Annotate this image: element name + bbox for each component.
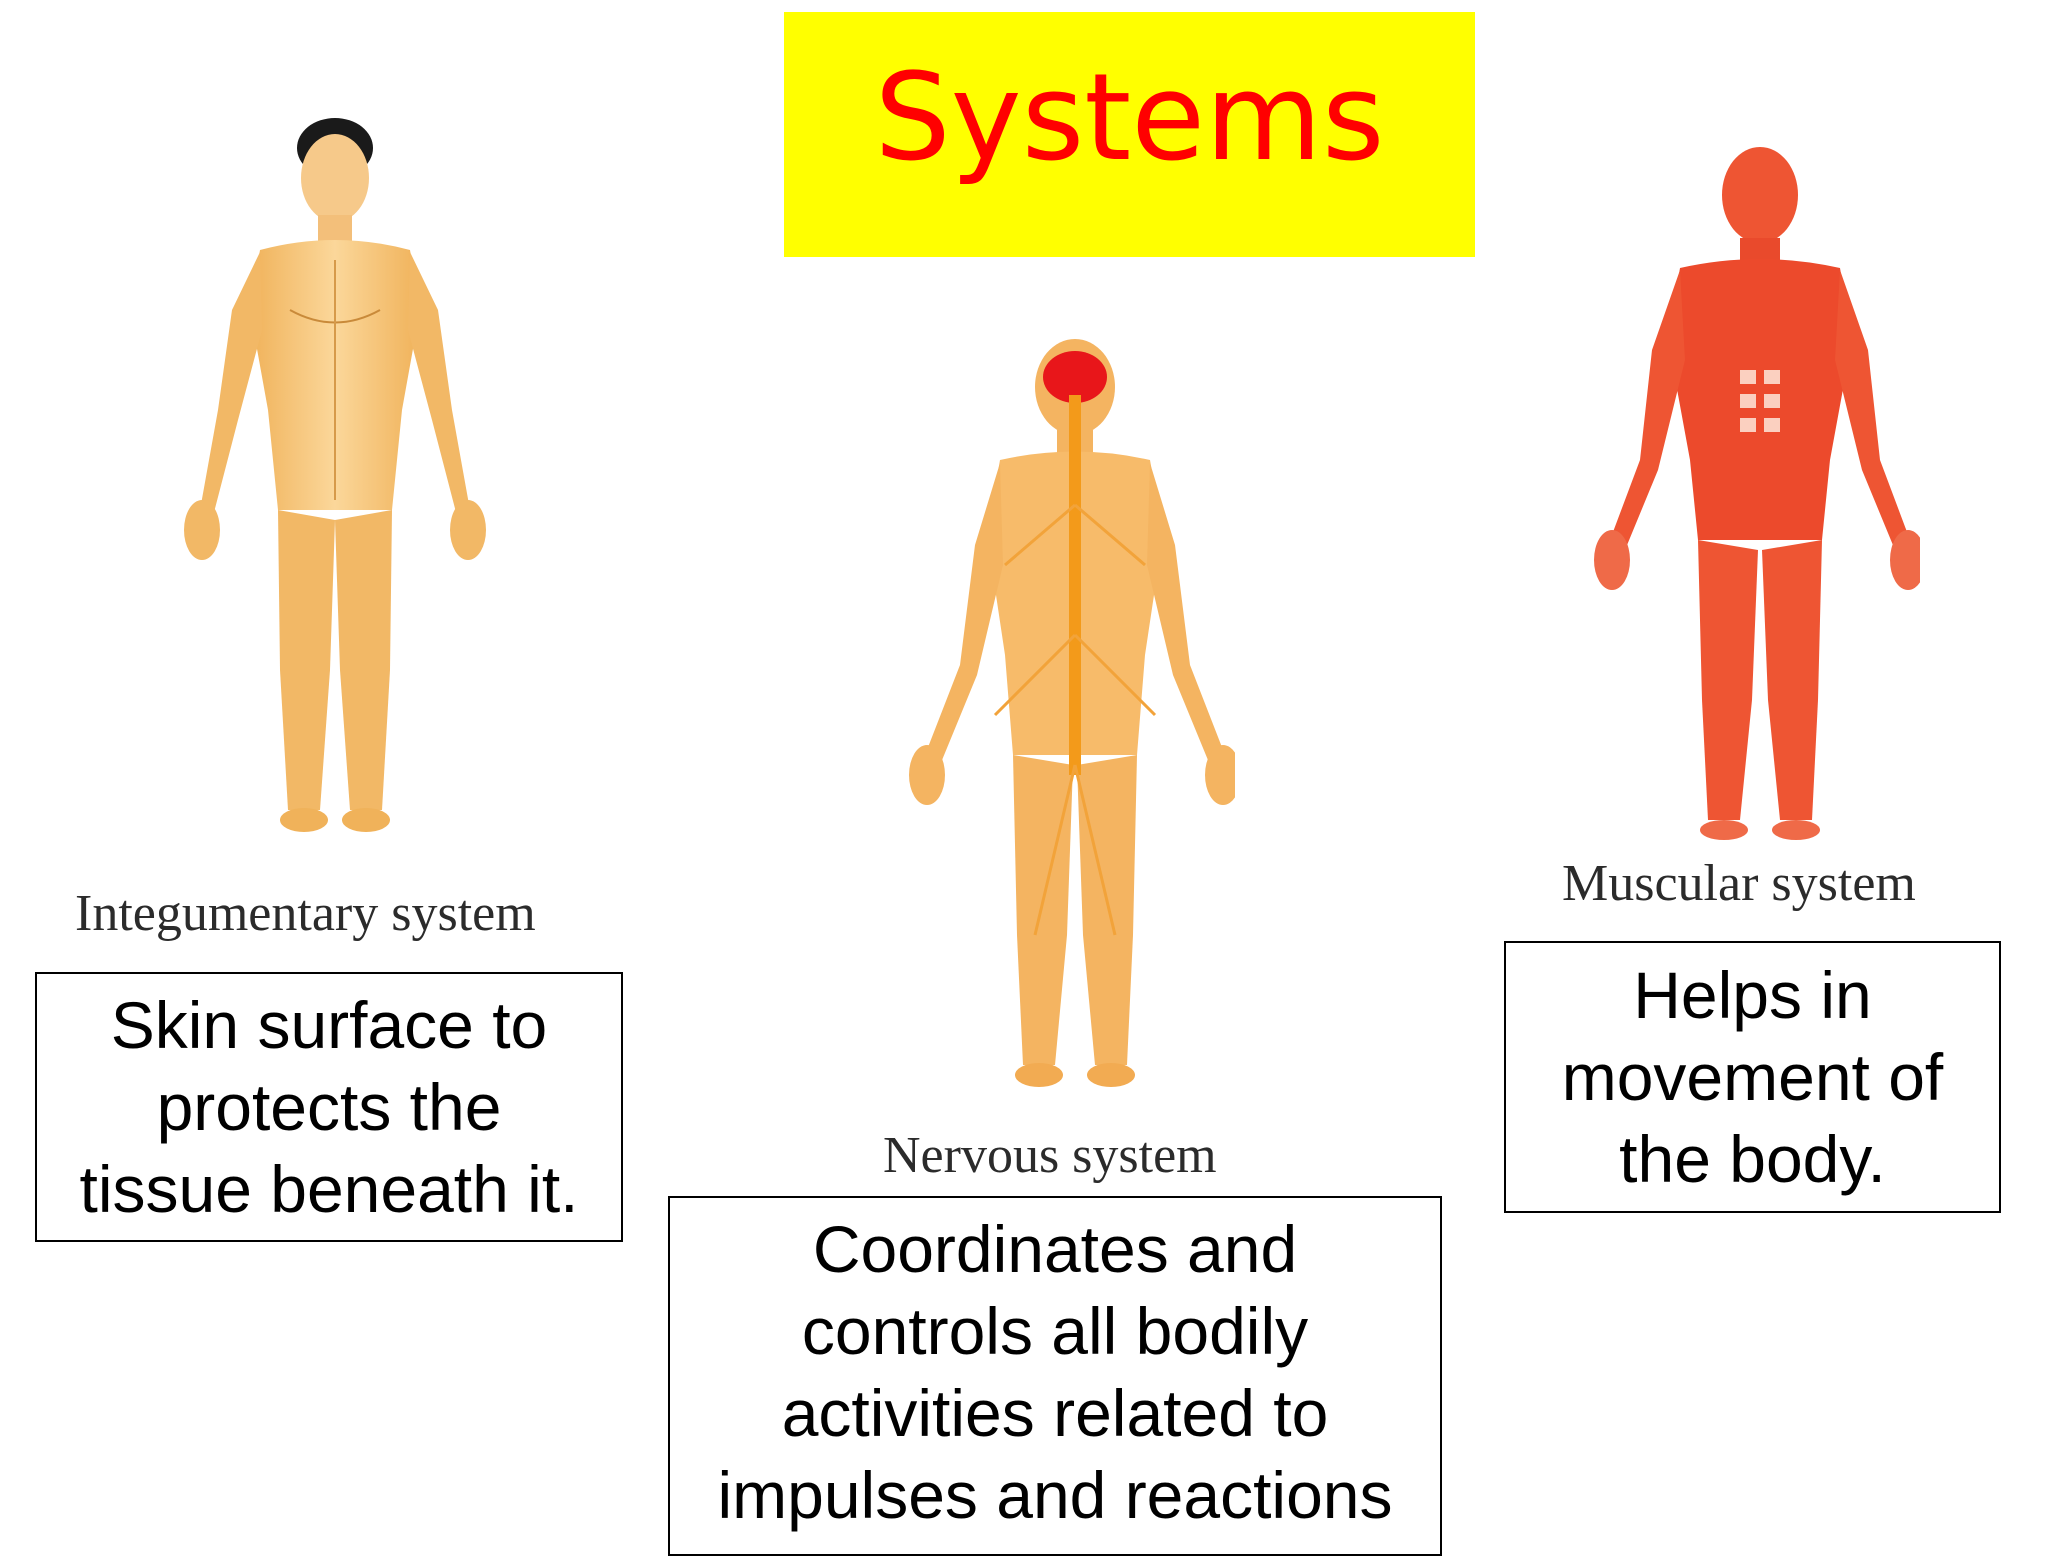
muscular-figure xyxy=(1594,147,1920,840)
integumentary-caption: Integumentary system xyxy=(75,885,536,942)
human-body-skin-icon xyxy=(184,118,486,832)
nervous-caption: Nervous system xyxy=(883,1127,1217,1184)
integumentary-figure xyxy=(184,118,486,832)
muscular-caption: Muscular system xyxy=(1562,855,1916,912)
title-banner: Systems xyxy=(784,12,1475,257)
muscular-description-box: Helps in movement of the body. xyxy=(1504,941,2001,1213)
integumentary-description: Skin surface to protects the tissue bene… xyxy=(79,988,579,1226)
nervous-description: Coordinates and controls all bodily acti… xyxy=(717,1212,1393,1532)
integumentary-description-box: Skin surface to protects the tissue bene… xyxy=(35,972,623,1242)
muscular-description: Helps in movement of the body. xyxy=(1561,958,1944,1196)
page-title: Systems xyxy=(874,48,1385,188)
nervous-figure xyxy=(909,339,1235,1087)
human-body-muscular-icon xyxy=(1594,147,1920,840)
nervous-description-box: Coordinates and controls all bodily acti… xyxy=(668,1196,1442,1556)
human-body-nervous-icon xyxy=(909,339,1235,1087)
